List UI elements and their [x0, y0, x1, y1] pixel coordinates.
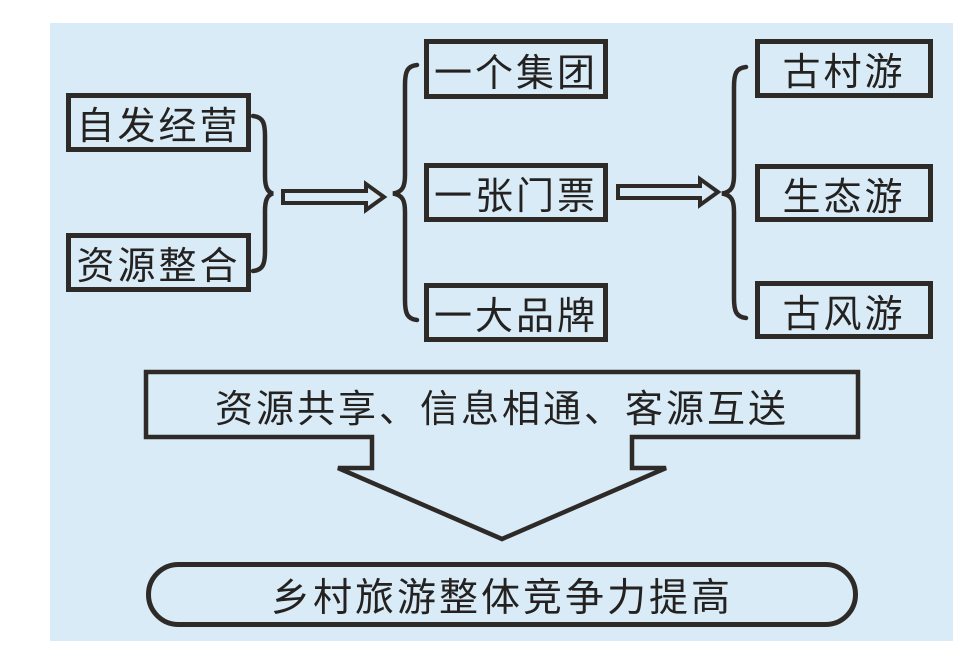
brace-right-icon — [721, 64, 749, 321]
box-ancient-style-tour: 古风游 — [755, 281, 933, 339]
arrow-middle-to-right-icon — [616, 175, 722, 209]
box-spontaneous-operation: 自发经营 — [66, 93, 251, 152]
box-one-brand: 一大品牌 — [424, 283, 608, 342]
banner-down-arrow-shape — [143, 369, 861, 542]
arrow-left-to-middle-icon — [281, 180, 388, 214]
box-resource-integration: 资源整合 — [66, 233, 251, 292]
banner-sharing-label: 资源共享、信息相通、客源互送 — [214, 389, 789, 431]
box-ancient-village-tour: 古村游 — [755, 39, 933, 98]
brace-left-icon — [250, 113, 274, 274]
box-one-ticket: 一张门票 — [424, 163, 608, 222]
result-box: 乡村旅游整体竞争力提高 — [146, 562, 858, 627]
box-eco-tour: 生态游 — [755, 164, 933, 222]
brace-middle-icon — [392, 62, 420, 323]
box-one-group: 一个集团 — [424, 39, 608, 99]
